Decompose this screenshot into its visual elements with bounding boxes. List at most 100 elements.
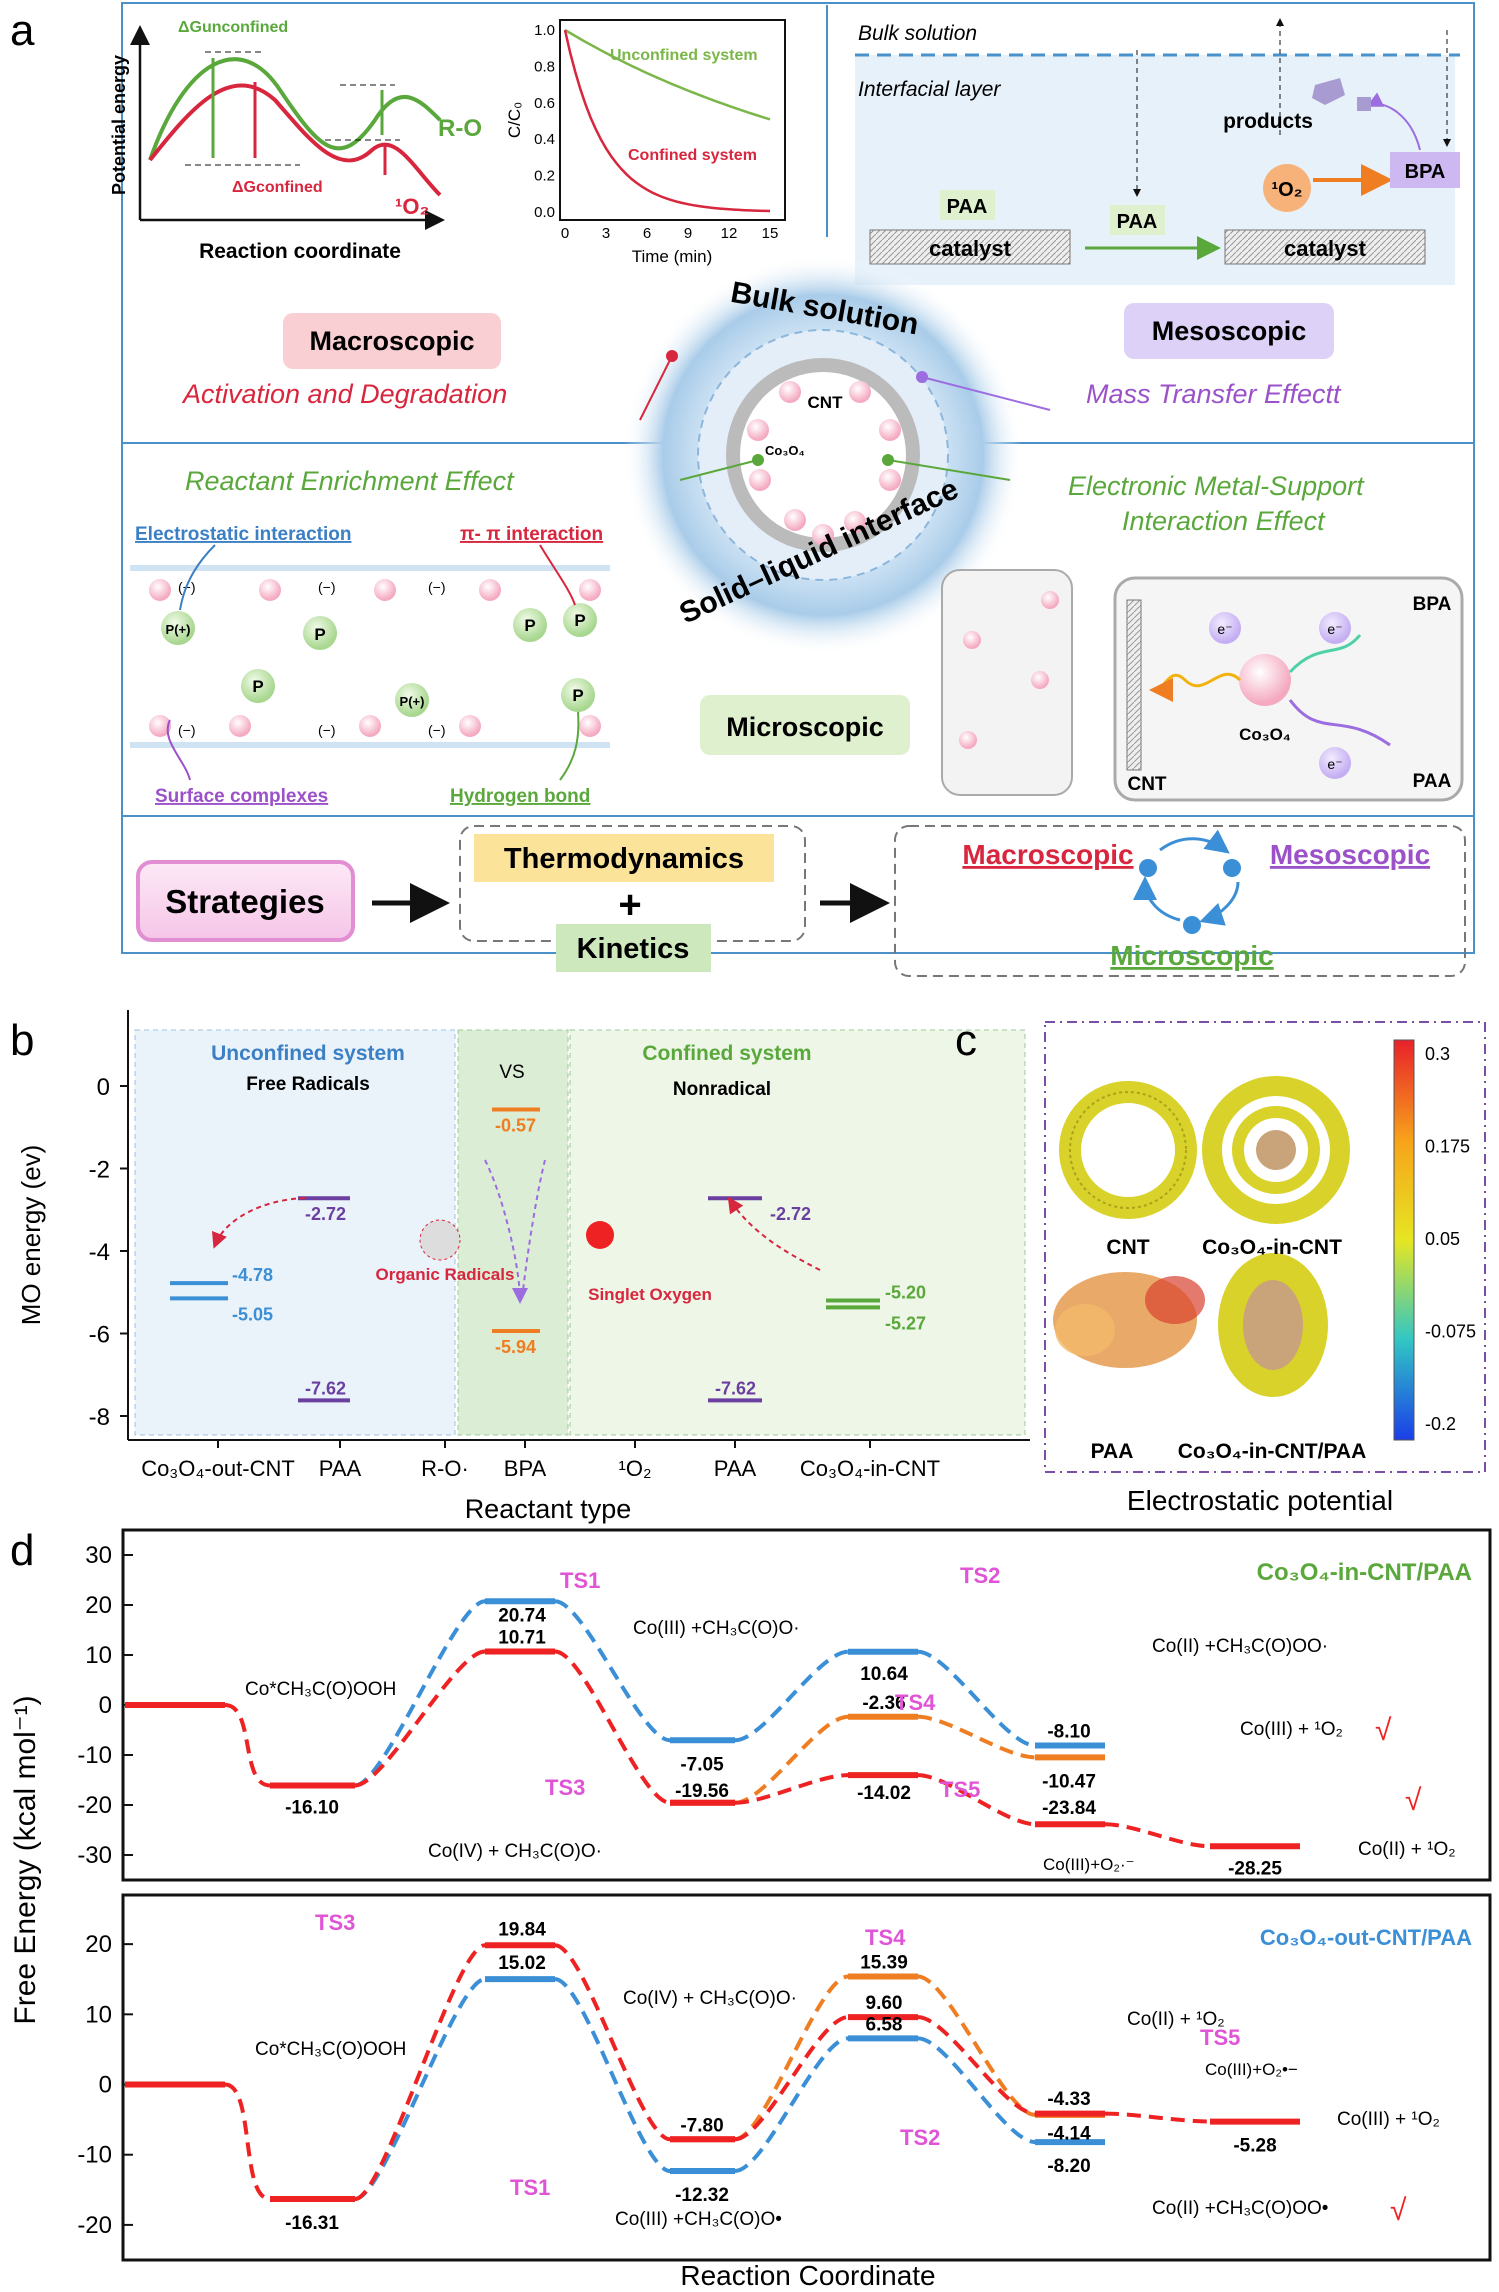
minus-3: (−) — [428, 579, 446, 595]
top-system: Co₃O₄-in-CNT/PAA — [1257, 1559, 1472, 1586]
top-ts2: TS2 — [960, 1563, 1000, 1588]
panel-letter-a: a — [10, 6, 35, 55]
catalyst-1: catalyst — [929, 236, 1012, 261]
d-value: 19.84 — [498, 1919, 546, 1940]
b-level-value: -4.78 — [232, 1265, 273, 1285]
b-level-value: -5.94 — [495, 1337, 536, 1357]
p-plus-2: P(+) — [400, 694, 425, 709]
panel-b: 0-2-4-6-8 MO energy (ev) Reactant type U… — [16, 1010, 1030, 1524]
energy-ylabel: Potential energy — [109, 55, 129, 195]
bot-co2-ch3: Co(II) +CH₃C(O)OO• — [1152, 2198, 1328, 2219]
bot-co3-ch3: Co(III) +CH₃C(O)O• — [615, 2209, 782, 2230]
mesoscopic-box — [1124, 303, 1334, 359]
c-title: Electrostatic potential — [1127, 1485, 1393, 1516]
top-co3-ch3: Co(III) +CH₃C(O)O· — [633, 1618, 800, 1639]
bot-check: √ — [1390, 2194, 1407, 2227]
top-ts5: TS5 — [940, 1777, 980, 1802]
meso-interfacial: Interfacial layer — [858, 78, 1001, 101]
meso-out: Mesoscopic — [1270, 839, 1430, 870]
d-xlabel: Reaction Coordinate — [680, 2260, 935, 2291]
meso-paa-2: PAA — [1117, 211, 1158, 233]
b-level-value: -7.62 — [715, 1378, 756, 1398]
p-plus-1: P(+) — [166, 622, 191, 637]
micro-left: Electrostatic interaction π- π interacti… — [130, 524, 610, 807]
d-value: 6.58 — [866, 2014, 903, 2035]
b-singlet-oxygen: Singlet Oxygen — [588, 1285, 712, 1304]
decay-xtick: 0 — [561, 225, 569, 242]
d-value: 10.64 — [860, 1664, 908, 1685]
bot-co2-o2: Co(II) + ¹O₂ — [1127, 2009, 1225, 2030]
bot-ts5: TS5 — [1200, 2025, 1240, 2050]
d-ytick: 0 — [99, 1692, 112, 1719]
minus-6: (−) — [428, 722, 446, 738]
dg-unconfined: ΔGunconfined — [178, 19, 288, 36]
d-value: -28.25 — [1228, 1858, 1282, 1879]
d-value: 20.74 — [498, 1605, 546, 1626]
meso-products: products — [1223, 110, 1313, 133]
b-category: R-O· — [421, 1456, 469, 1481]
micro-cnt: CNT — [1127, 774, 1166, 795]
p-5: P — [572, 686, 583, 705]
mass-transfer-label: Mass Transfer Effectt — [1086, 379, 1342, 409]
strategies-row: Strategies Thermodynamics + Kinetics Mac… — [136, 825, 1466, 977]
d-value: -7.80 — [680, 2115, 723, 2136]
b-ytick: 0 — [97, 1074, 110, 1101]
d-value: -2.36 — [862, 1693, 905, 1714]
bot-co3-o2: Co(III) + ¹O₂ — [1337, 2109, 1440, 2130]
c-label-in-cnt-paa: Co₃O₄-in-CNT/PAA — [1178, 1440, 1366, 1463]
kinetics-label: Kinetics — [577, 933, 690, 965]
meso-bulk: Bulk solution — [858, 22, 977, 45]
top-co2-o2: Co(II) + ¹O₂ — [1358, 1839, 1456, 1860]
d-value: -10.47 — [1042, 1771, 1096, 1792]
bot-co3-sup: Co(III)+O₂•− — [1205, 2060, 1298, 2079]
top-co3-sup: Co(III)+O₂·⁻ — [1043, 1855, 1135, 1874]
strategies-label: Strategies — [165, 883, 325, 920]
bot-co-paa: Co*CH₃C(O)OOH — [255, 2039, 406, 2060]
b-confined: Confined system — [642, 1042, 811, 1065]
decay-xtick: 15 — [762, 225, 779, 242]
meso-paa-1: PAA — [947, 196, 988, 218]
microscopic-box — [700, 695, 910, 755]
d-ytick: 10 — [85, 2001, 112, 2028]
decay-xlabel: Time (min) — [632, 247, 713, 266]
b-level-value: -7.62 — [305, 1378, 346, 1398]
p-3: P — [574, 611, 585, 630]
bot-ts4: TS4 — [865, 1925, 906, 1950]
b-level-value: -5.20 — [885, 1283, 926, 1303]
d-value: 15.02 — [498, 1953, 546, 1974]
top-ts1: TS1 — [560, 1568, 600, 1593]
top-co-paa: Co*CH₃C(O)OOH — [245, 1679, 396, 1700]
b-ytick: -8 — [89, 1404, 110, 1431]
c-scale-tick: 0.05 — [1425, 1229, 1460, 1249]
d-value: 15.39 — [860, 1952, 908, 1973]
macroscopic-label: Macroscopic — [309, 326, 474, 356]
decay-ytick: 1.0 — [534, 22, 555, 39]
minus-2: (−) — [318, 579, 336, 595]
b-xlabel: Reactant type — [465, 1494, 632, 1524]
bot-co4-ch3: Co(IV) + CH₃C(O)O· — [623, 1988, 797, 2009]
decay-ylabel: C/C₀ — [505, 102, 524, 138]
d-value: -5.28 — [1233, 2136, 1276, 2157]
b-organic-1: Organic Radicals — [376, 1265, 515, 1284]
top-ts4: TS4 — [895, 1690, 936, 1715]
panel-letter-b: b — [10, 1016, 34, 1065]
electrostatic-label: Electrostatic interaction — [135, 524, 351, 545]
bot-ts2: TS2 — [900, 2125, 940, 2150]
b-ytick: -4 — [89, 1239, 110, 1266]
b-nonradical: Nonradical — [673, 1079, 771, 1100]
reactant-enrichment: Reactant Enrichment Effect — [185, 466, 515, 496]
top-co4-ch3: Co(IV) + CH₃C(O)O· — [428, 1841, 602, 1862]
p-2: P — [524, 616, 535, 635]
d-ylabel: Free Energy (kcal mol⁻¹) — [9, 1695, 42, 2024]
b-free-radicals: Free Radicals — [246, 1074, 370, 1095]
b-level-value: -5.27 — [885, 1313, 926, 1333]
d-value: -12.32 — [675, 2185, 729, 2206]
micro-right: e⁻ e⁻ e⁻ BPA Co₃O₄ CNT PAA — [941, 569, 1464, 802]
d-value: -7.05 — [680, 1754, 724, 1775]
decay-xtick: 3 — [602, 225, 610, 242]
b-category: BPA — [504, 1456, 547, 1481]
